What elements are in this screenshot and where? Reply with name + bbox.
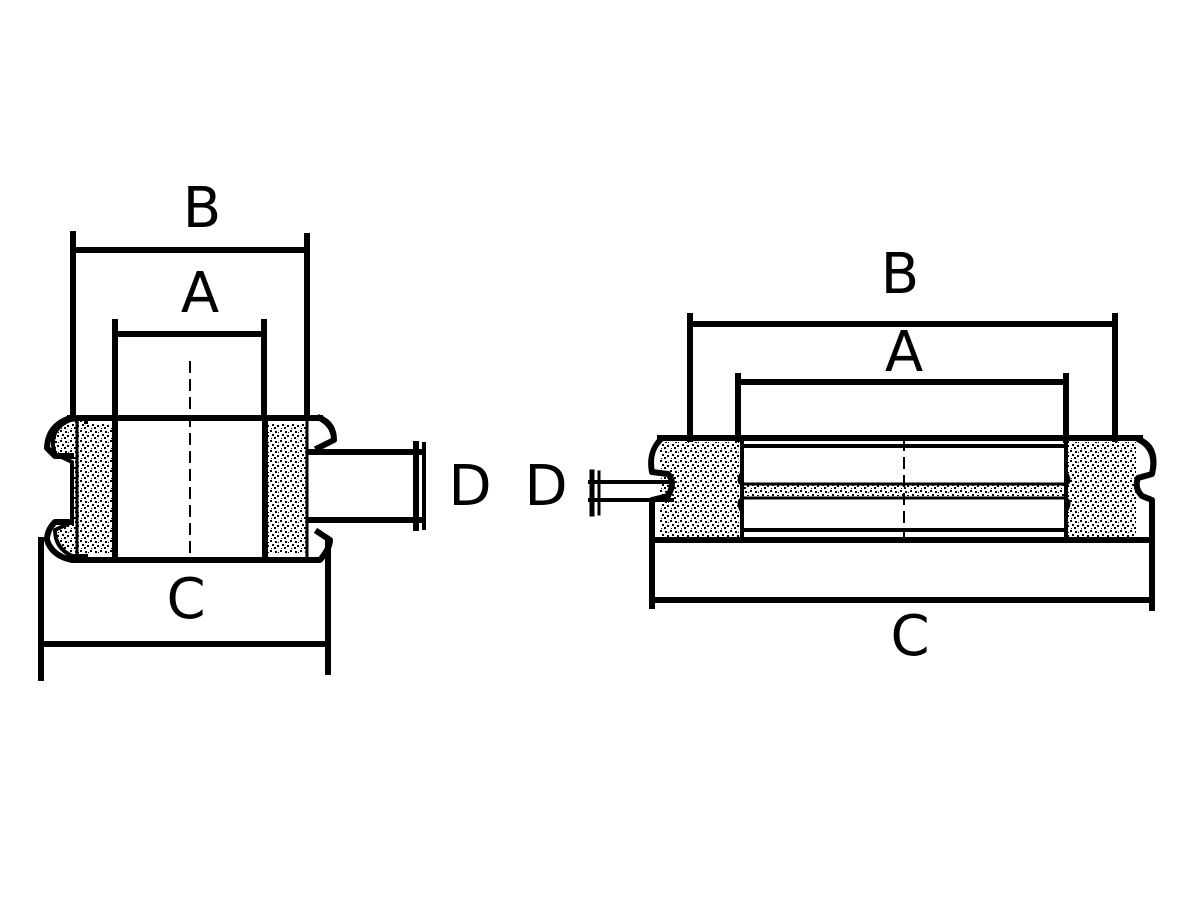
left-dimension-d [307,441,426,531]
left-label-c: C [166,567,205,632]
right-label-a: A [885,320,923,385]
left-grommet-view [38,231,426,681]
left-label-b: B [183,176,221,241]
right-dimension-d [588,469,674,517]
left-dimension-a [112,319,267,421]
right-grommet-view [588,313,1157,611]
right-grommet-section [648,435,1157,549]
right-label-d: D [524,454,567,519]
left-dimension-c [38,537,331,681]
left-label-d: D [448,454,491,519]
right-label-c: C [890,604,929,669]
right-label-b: B [881,242,919,307]
right-dimension-c [649,527,1155,611]
right-dimension-b [687,313,1118,443]
left-label-a: A [181,261,219,326]
left-dimension-b [70,231,310,421]
left-grommet-section [44,361,337,563]
right-dimension-a [735,373,1069,443]
